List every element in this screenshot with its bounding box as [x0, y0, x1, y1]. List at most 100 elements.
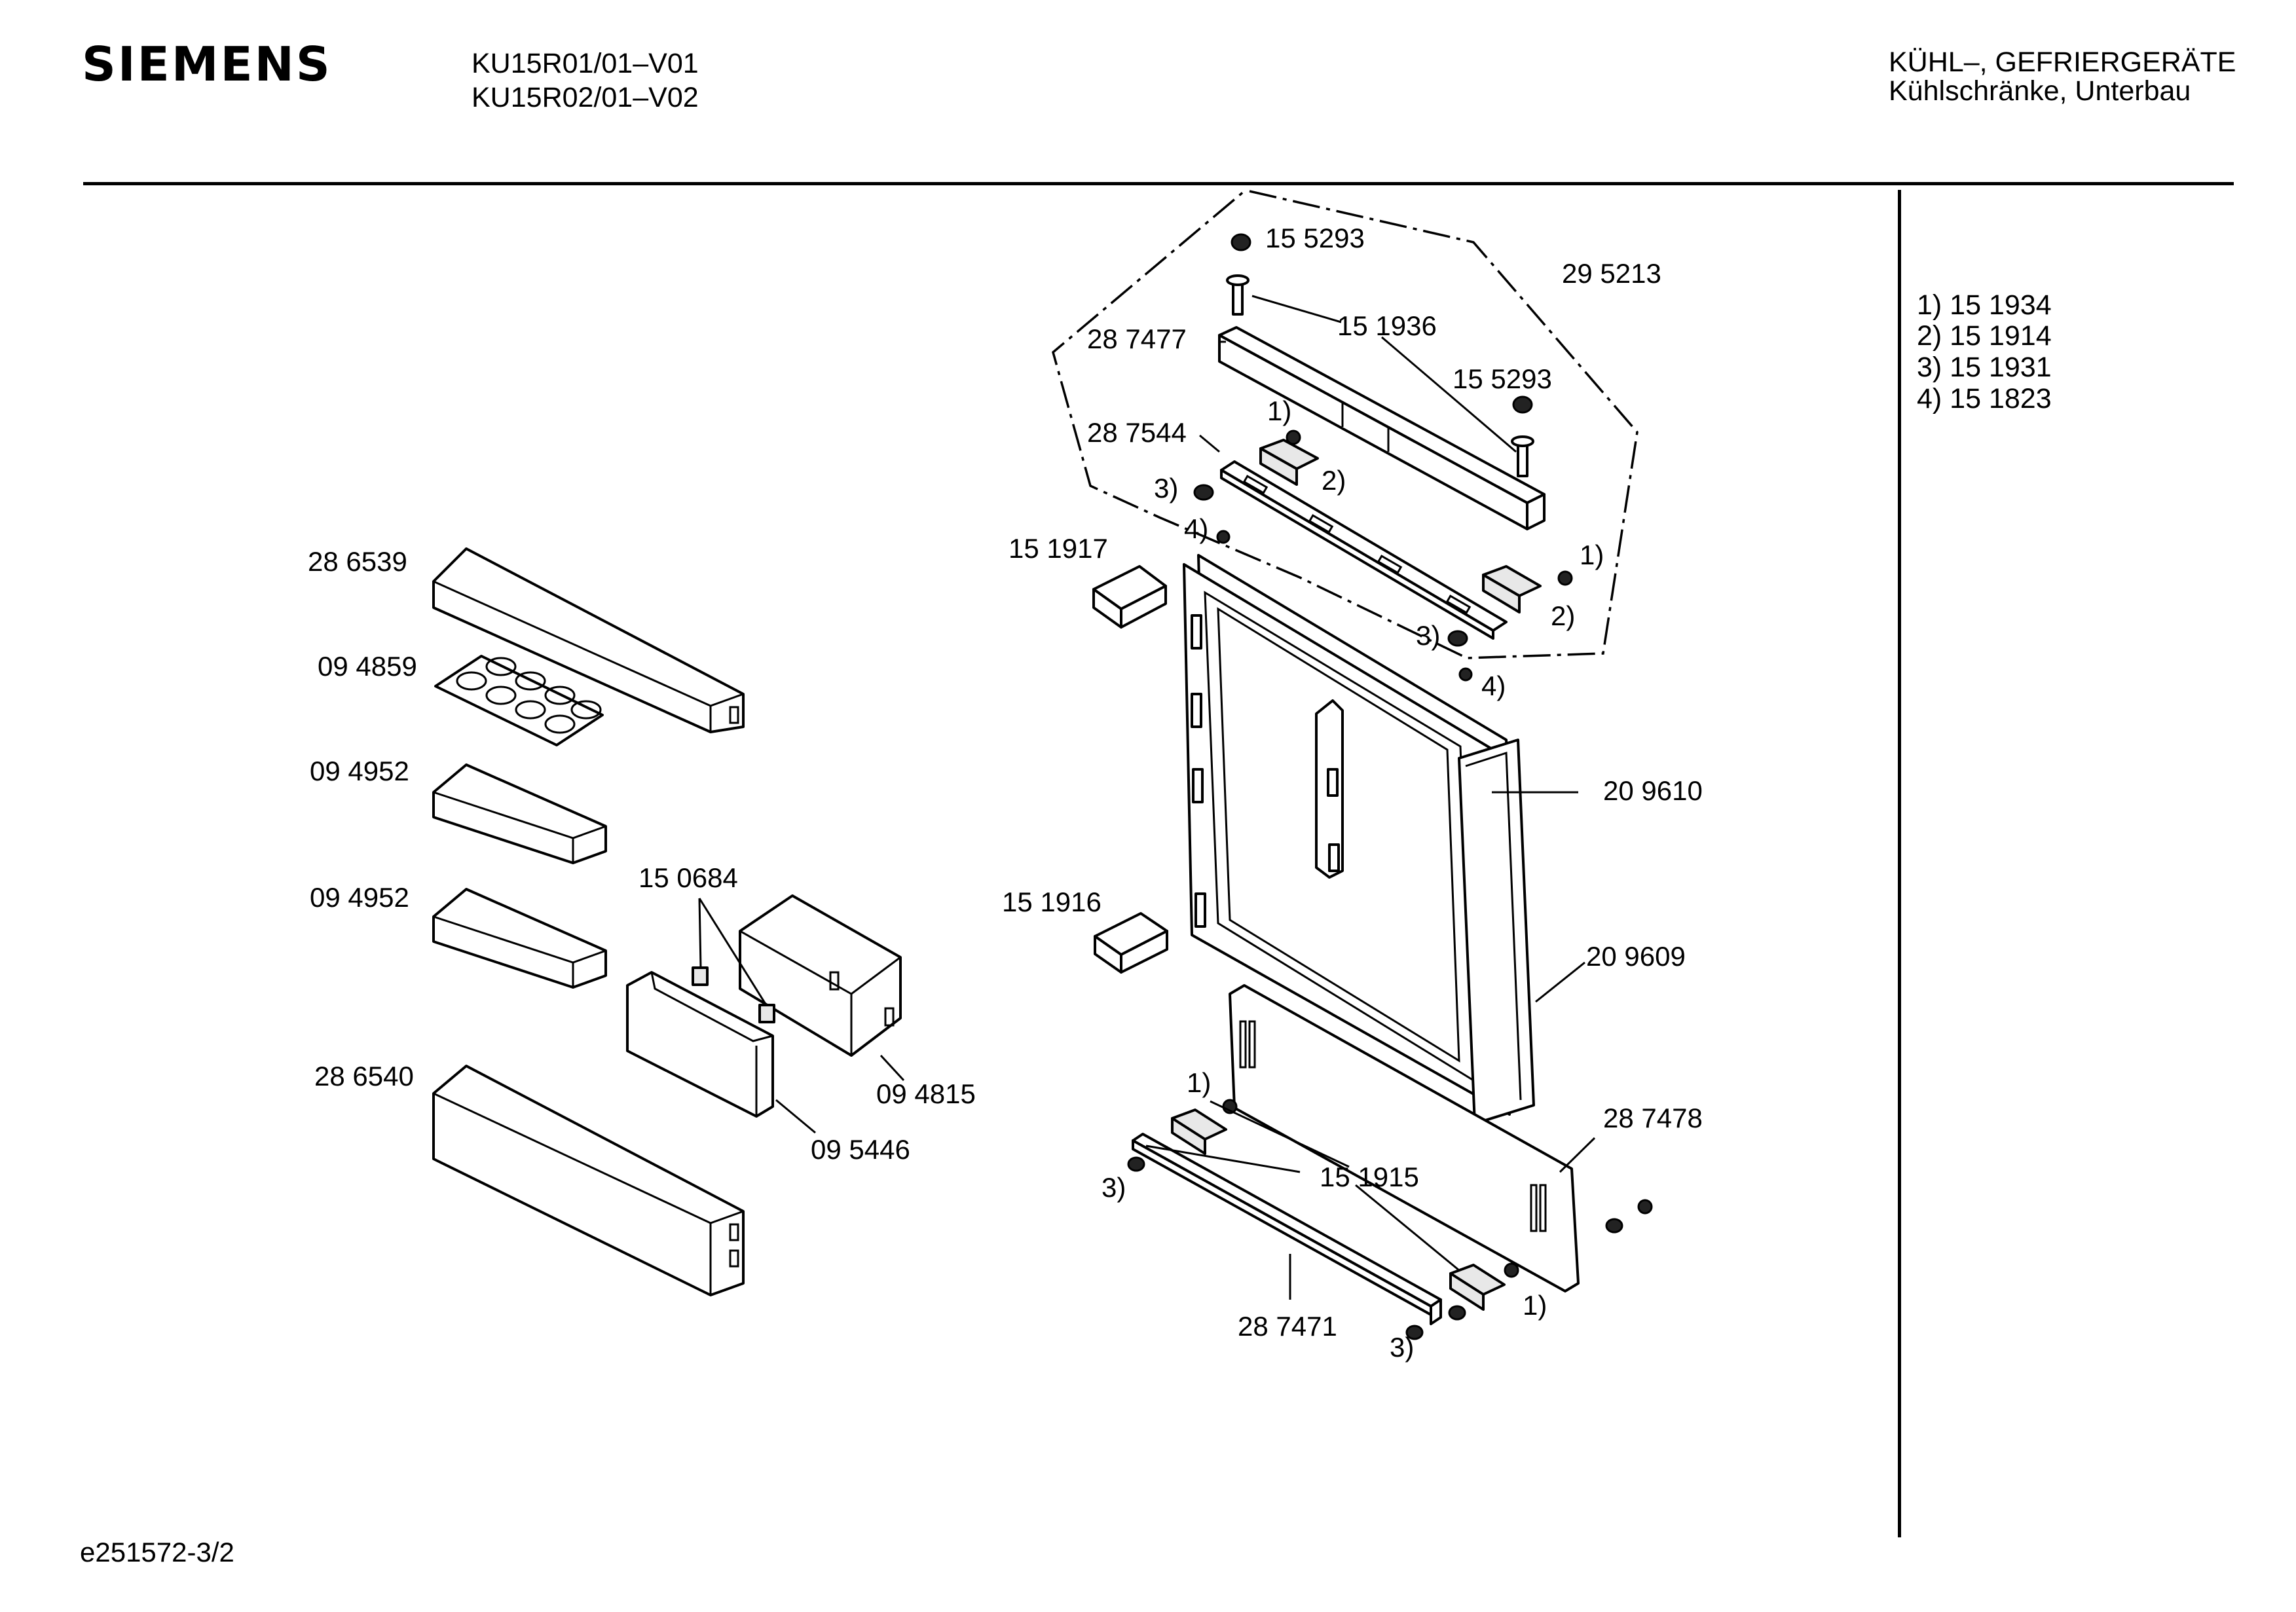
part-label: 28 6539: [308, 546, 407, 577]
screw-icon: [1637, 1199, 1653, 1215]
washer-icon: [1448, 1305, 1466, 1321]
header-divider: [83, 182, 2234, 185]
screw-head-icon: [1226, 274, 1250, 286]
door-gasket-outer: [1183, 563, 1511, 1116]
callout-label: 4): [1481, 670, 1506, 701]
plate-slot: [1308, 514, 1334, 534]
leader-line: [775, 1099, 816, 1134]
lid-pin: [692, 966, 709, 986]
door-shelf-small-b: [432, 888, 607, 989]
model-number-2: KU15R02/01–V02: [472, 82, 699, 113]
part-label: 09 4952: [310, 882, 409, 913]
callout-label: 2): [1322, 465, 1346, 496]
brand-logo: SIEMENS: [82, 37, 332, 92]
screw-icon: [1458, 667, 1473, 682]
washer-icon: [1405, 1325, 1424, 1340]
part-label: 15 1936: [1337, 310, 1437, 341]
callout-label: 1): [1580, 540, 1604, 570]
egg-cup: [544, 686, 576, 705]
category-subtitle: Kühlschränke, Unterbau: [1889, 75, 2191, 107]
door-handle-recess: [1315, 699, 1344, 879]
part-label: 09 4952: [310, 756, 409, 786]
leader-line: [1199, 434, 1220, 453]
part-label: 15 5293: [1265, 223, 1365, 253]
plate-slot: [1445, 595, 1472, 614]
callout-label: 3): [1416, 620, 1440, 651]
part-label: 09 4815: [876, 1078, 976, 1109]
fasteners: [1127, 233, 1653, 1340]
washer-icon: [1127, 1156, 1145, 1172]
legend-divider: [1898, 190, 1901, 1537]
part-label: 15 1915: [1320, 1162, 1419, 1192]
hinge-bar-end: [1526, 493, 1546, 530]
washer-icon: [1193, 484, 1214, 501]
screw-head-icon: [1511, 435, 1534, 447]
screw-icon: [1504, 1262, 1519, 1278]
nut-icon: [1231, 233, 1251, 251]
part-label: 28 6540: [314, 1061, 414, 1091]
shelf-body: [432, 763, 607, 864]
door-edge-seam: [1465, 751, 1522, 1101]
part-label: 15 1916: [1002, 887, 1102, 917]
legend-item-1: 1) 15 1934: [1917, 289, 2052, 321]
part-label: 20 9610: [1603, 775, 1703, 806]
leader-line: [1535, 961, 1585, 1003]
hinge-clip-side: [1259, 447, 1298, 486]
egg-cup: [456, 671, 487, 691]
leader-line: [1210, 1100, 1350, 1168]
callout-label: 3): [1390, 1332, 1414, 1363]
part-label: 28 7477: [1087, 323, 1187, 354]
drawing-id: e251572-3/2: [80, 1537, 234, 1567]
door-shelf-large-top: [432, 547, 745, 733]
legend-item-3: 3) 15 1931: [1917, 352, 2052, 383]
plate-slot: [1242, 475, 1268, 494]
part-label: 15 0684: [639, 862, 738, 893]
part-label: 15 5293: [1453, 363, 1552, 394]
screw-icon: [1557, 570, 1573, 586]
lid-pin: [758, 1004, 775, 1023]
callout-label: 3): [1102, 1172, 1126, 1203]
door-stop-lower-front: [1120, 930, 1168, 974]
panel-slot: [1530, 1184, 1538, 1232]
shelf-body: [432, 888, 607, 989]
top-hinge-bar: [1218, 326, 1546, 530]
hinge-clip-side: [1482, 574, 1521, 614]
leader-lines: [698, 295, 1596, 1300]
egg-cup: [515, 700, 546, 720]
hinge-clip-side: [1449, 1272, 1485, 1311]
part-label: 28 7478: [1603, 1103, 1703, 1133]
shelf-clip: [729, 1249, 739, 1268]
hinge-plate-front: [1220, 469, 1494, 640]
door-slot: [1194, 892, 1206, 928]
leader-line: [1355, 1184, 1460, 1272]
legend-item-4: 4) 15 1823: [1917, 383, 2052, 414]
hinge-clip-side: [1171, 1117, 1206, 1155]
door-slot: [1192, 768, 1204, 803]
lid-hinge: [650, 972, 773, 1042]
screw-icon: [1216, 530, 1231, 544]
part-label: 09 4859: [318, 651, 417, 682]
callout-label: 1): [1523, 1290, 1547, 1321]
legend-item-2: 2) 15 1914: [1917, 320, 2052, 352]
egg-cup: [515, 671, 546, 691]
part-label: 20 9609: [1586, 941, 1686, 972]
panel-slot: [1539, 1184, 1547, 1232]
leader-line: [698, 898, 768, 1006]
part-label: 28 7544: [1087, 417, 1187, 448]
door-stop-upper-front: [1120, 585, 1167, 629]
screw-icon: [1286, 430, 1301, 445]
part-label: 15 1917: [1009, 533, 1108, 564]
top-hinge-plate: [1220, 460, 1508, 640]
hinge-bar-end: [1430, 1298, 1442, 1325]
butter-compartment: [739, 894, 902, 1057]
door-inner-panel: [1217, 607, 1460, 1063]
part-label: 28 7471: [1238, 1311, 1337, 1342]
part-label: 09 5446: [811, 1134, 910, 1165]
washer-icon: [1447, 630, 1468, 647]
handle-slot: [1328, 843, 1340, 872]
door-slot: [1191, 614, 1202, 650]
door-shelf-small-a: [432, 763, 607, 864]
panel-slot: [1239, 1020, 1247, 1069]
egg-cup: [570, 700, 602, 720]
compartment-slot: [829, 971, 840, 991]
